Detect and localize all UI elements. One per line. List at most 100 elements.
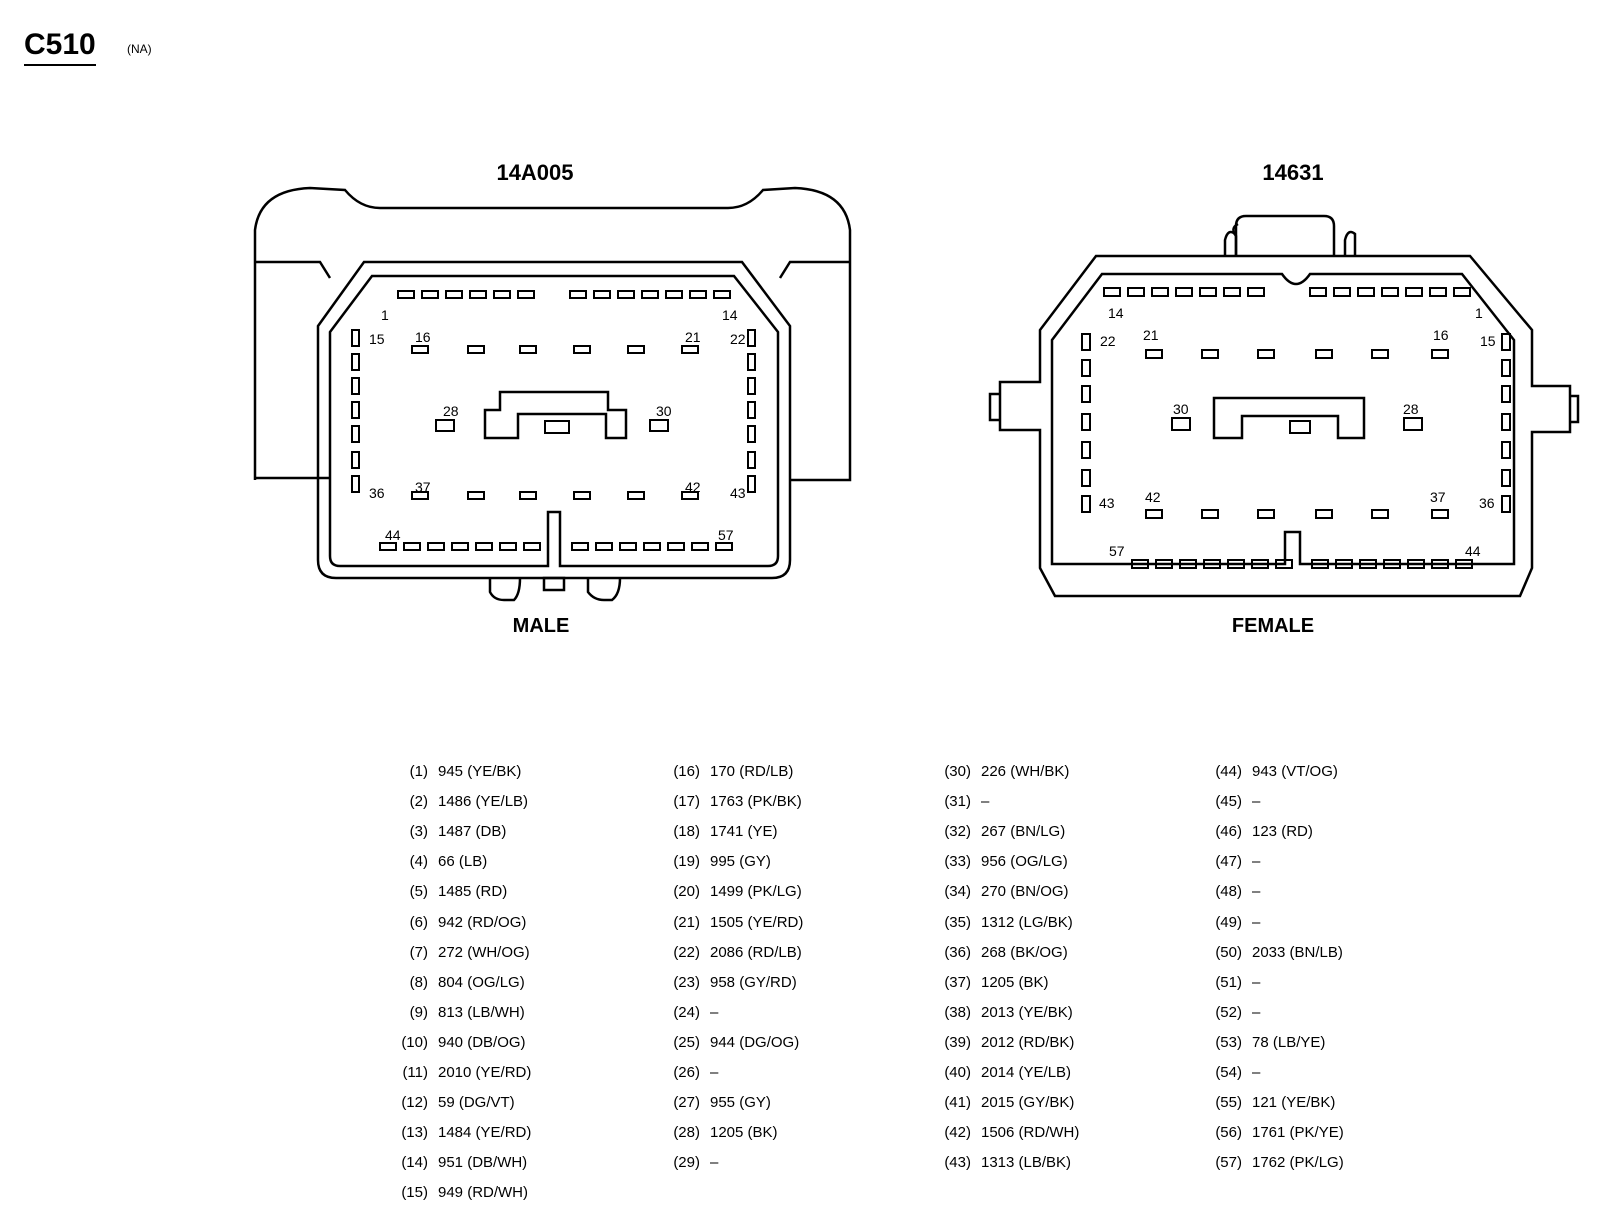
male-pin-slot	[469, 290, 487, 299]
male-pin-slot	[403, 542, 421, 551]
pin-number: (52)	[1215, 1003, 1242, 1021]
pin-row: (41) 2015 (GY/BK)	[935, 1093, 1074, 1113]
male-pin-slot	[649, 419, 669, 432]
male-pin-slot	[643, 542, 661, 551]
female-pin-slot	[1501, 441, 1511, 459]
male-pin-slot	[713, 290, 731, 299]
pin-circuit: 270 (BN/OG)	[981, 883, 1069, 901]
female-pin-slot	[1333, 287, 1351, 297]
connector-title: C510	[24, 28, 96, 66]
pin-circuit: 1313 (LB/BK)	[981, 1154, 1072, 1172]
male-pin-label-36: 36	[369, 485, 385, 501]
pin-row: (12)59 (DG/VT)	[392, 1093, 514, 1113]
pin-number: (17)	[673, 793, 700, 811]
male-pin-label-43: 43	[730, 485, 746, 501]
female-pin-slot	[1501, 413, 1511, 431]
male-pin-slot	[715, 542, 733, 551]
pin-number: (8)	[409, 973, 428, 991]
pin-row: (43)1313 (LB/BK)	[935, 1153, 1071, 1173]
male-pin-label-16: 16	[415, 329, 431, 345]
male-pin-label-42: 42	[685, 479, 701, 495]
female-pin-label-14: 14	[1108, 305, 1124, 321]
female-pin-label-15: 15	[1480, 333, 1496, 349]
pin-number: (32)	[944, 823, 971, 841]
male-pin-slot	[691, 542, 709, 551]
pin-circuit: 995 (GY)	[710, 853, 771, 871]
female-pin-slot	[1453, 287, 1471, 297]
female-pin-slot	[1335, 559, 1353, 569]
pin-circuit: 940 (DB/OG)	[438, 1033, 526, 1051]
pin-number: (57)	[1215, 1154, 1242, 1172]
pin-number: (5)	[409, 883, 428, 901]
pin-row: (46)123 (RD)	[1206, 822, 1313, 842]
pin-circuit: 944 (DG/OG)	[710, 1033, 800, 1051]
pin-row: (4)66 (LB)	[392, 852, 488, 872]
pin-number: (1)	[409, 763, 428, 780]
male-pin-slot	[467, 345, 485, 354]
female-pin-label-16: 16	[1433, 327, 1449, 343]
female-pin-slot	[1179, 559, 1197, 569]
male-pin-slot	[397, 290, 415, 299]
female-pin-slot	[1175, 287, 1193, 297]
pin-circuit: 2015 (GY/BK)	[981, 1094, 1075, 1112]
pin-circuit: 170 (RD/LB)	[710, 763, 794, 780]
male-pin-slot	[351, 353, 360, 371]
pin-circuit: 943 (VT/OG)	[1252, 763, 1338, 780]
pin-number: (20)	[673, 883, 700, 901]
pin-number: (26)	[673, 1064, 700, 1081]
male-pin-slot	[573, 491, 591, 500]
pin-row: (21)1505 (YE/RD)	[664, 913, 803, 933]
pin-number: (30)	[944, 763, 971, 780]
female-pin-slot	[1081, 495, 1091, 513]
male-pin-slot	[411, 491, 429, 500]
pin-row: (36)268 (BK/OG)	[935, 943, 1067, 963]
pin-number: (48)	[1215, 883, 1242, 901]
male-pin-slot	[747, 425, 756, 443]
pin-number: (9)	[409, 1003, 428, 1021]
pin-circuit: 1312 (LG/BK)	[981, 913, 1073, 931]
female-pin-slot	[1223, 287, 1241, 297]
pin-row: (51)–	[1206, 973, 1260, 993]
pin-number: (41)	[944, 1094, 971, 1112]
female-connector-outline	[988, 214, 1580, 598]
pin-row: (11)2010 (YE/RD)	[392, 1063, 531, 1083]
female-pin-slot	[1501, 385, 1511, 403]
pin-row: (34) 270 (BN/OG)	[935, 882, 1069, 902]
pin-number: (34)	[944, 883, 971, 901]
pin-row: (35) 1312 (LG/BK)	[935, 913, 1073, 933]
male-pin-slot	[379, 542, 397, 551]
pin-row: (18)1741 (YE)	[664, 822, 777, 842]
pin-circuit: 2010 (YE/RD)	[438, 1064, 532, 1081]
pin-row: (28)1205 (BK)	[664, 1123, 777, 1143]
male-pin-label-22: 22	[730, 331, 746, 347]
pin-number: (6)	[409, 913, 428, 931]
male-part-number: 14A005	[496, 160, 574, 185]
male-pin-slot	[627, 491, 645, 500]
female-pin-slot	[1383, 559, 1401, 569]
male-pin-slot	[573, 345, 591, 354]
pin-row: (56)1761 (PK/YE)	[1206, 1123, 1343, 1143]
pin-number: (24)	[673, 1003, 700, 1021]
pin-number: (54)	[1215, 1064, 1242, 1081]
female-pin-slot	[1151, 287, 1169, 297]
pin-row: (27)955 (GY)	[664, 1093, 771, 1113]
pin-number: (35)	[944, 913, 971, 931]
female-pin-slot	[1247, 287, 1265, 297]
female-pin-slot	[1131, 559, 1149, 569]
pin-row: (39)2012 (RD/BK)	[935, 1033, 1074, 1053]
pin-circuit: –	[1252, 1064, 1261, 1081]
male-label: MALE	[512, 615, 570, 637]
female-pin-slot	[1155, 559, 1173, 569]
pin-circuit: 956 (OG/LG)	[981, 853, 1068, 871]
female-pin-label-37: 37	[1430, 489, 1446, 505]
male-pin-slot	[499, 542, 517, 551]
pin-row: (2)1486 (YE/LB)	[392, 792, 528, 812]
pin-number: (31)	[944, 793, 971, 811]
pin-number: (56)	[1215, 1124, 1242, 1142]
male-pin-slot	[747, 329, 756, 347]
male-pin-slot	[517, 290, 535, 299]
female-pin-slot	[1081, 385, 1091, 403]
pin-number: (7)	[409, 943, 428, 961]
male-pin-slot	[351, 475, 360, 493]
pin-number: (39)	[944, 1033, 971, 1051]
